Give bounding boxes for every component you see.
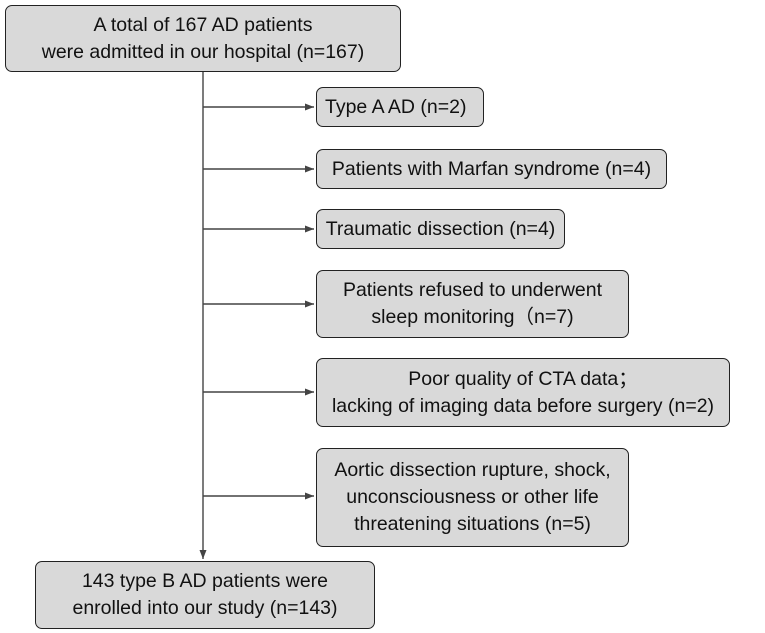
start-box: A total of 167 AD patients were admitted…: [5, 5, 401, 72]
exclusion-marfan-line-1: Patients with Marfan syndrome (n=4): [331, 157, 652, 180]
exclusion-refused-sleep-line-1: Patients refused to underwent: [342, 279, 603, 301]
exclusion-box-traumatic: Traumatic dissection (n=4): [316, 209, 565, 249]
end-box: 143 type B AD patients were enrolled int…: [35, 561, 375, 629]
end-box-line-2: enrolled into our study (n=143): [72, 597, 338, 619]
exclusion-poor-cta-line-1: Poor quality of CTA data；: [408, 367, 638, 390]
start-box-line-1: A total of 167 AD patients: [93, 13, 313, 36]
exclusion-rupture-line-1: Aortic dissection rupture, shock,: [334, 459, 611, 481]
exclusion-box-poor-cta: Poor quality of CTA data； lacking of ima…: [316, 358, 730, 427]
end-box-line-1: 143 type B AD patients were: [81, 570, 329, 592]
exclusion-rupture-line-2: unconsciousness or other life: [346, 486, 599, 508]
exclusion-refused-sleep-line-2: sleep monitoring（n=7): [371, 306, 574, 328]
exclusion-box-rupture: Aortic dissection rupture, shock, uncons…: [316, 448, 629, 547]
exclusion-box-marfan: Patients with Marfan syndrome (n=4): [316, 149, 667, 189]
end-box-text: 143 type B AD patients were enrolled int…: [72, 568, 337, 622]
exclusion-traumatic-line-1: Traumatic dissection (n=4): [325, 217, 556, 240]
exclusion-box-marfan-text: Patients with Marfan syndrome (n=4): [332, 156, 651, 183]
exclusion-box-traumatic-text: Traumatic dissection (n=4): [326, 216, 556, 243]
exclusion-box-refused-sleep: Patients refused to underwent sleep moni…: [316, 270, 629, 338]
exclusion-box-poor-cta-text: Poor quality of CTA data； lacking of ima…: [332, 366, 714, 420]
exclusion-box-refused-sleep-text: Patients refused to underwent sleep moni…: [343, 277, 602, 331]
start-box-line-2: were admitted in our hospital (n=167): [41, 40, 365, 63]
exclusion-box-rupture-text: Aortic dissection rupture, shock, uncons…: [334, 457, 610, 538]
exclusion-rupture-line-3: threatening situations (n=5): [354, 513, 591, 535]
start-box-text: A total of 167 AD patients were admitted…: [42, 12, 364, 66]
exclusion-box-type-a: Type A AD (n=2): [316, 87, 484, 127]
exclusion-poor-cta-line-2: lacking of imaging data before surgery (…: [331, 394, 715, 417]
exclusion-type-a-line-1: Type A AD (n=2): [325, 95, 467, 118]
exclusion-box-type-a-text: Type A AD (n=2): [325, 94, 466, 121]
